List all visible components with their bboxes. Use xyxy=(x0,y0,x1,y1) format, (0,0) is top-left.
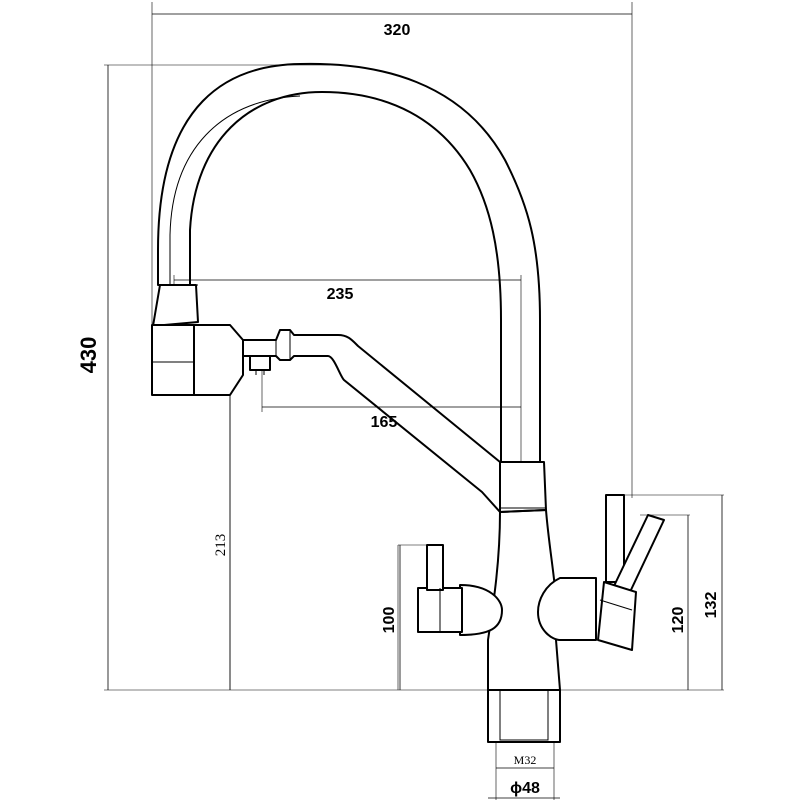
threaded-shank xyxy=(487,689,561,743)
faucet-body xyxy=(151,62,665,743)
left-handle-lever xyxy=(426,544,444,591)
dim-right-handle-top: 132 xyxy=(703,592,720,619)
dim-right-handle-height: 120 xyxy=(670,607,687,634)
dimension-lines xyxy=(107,13,723,799)
extension-lines xyxy=(104,2,724,800)
dim-left-handle-height: 100 xyxy=(381,607,398,634)
right-hub xyxy=(537,577,597,641)
dim-total-height: 430 xyxy=(76,337,101,374)
dim-outlet-height: 213 xyxy=(213,534,229,557)
gooseneck-spout xyxy=(157,62,541,463)
spray-head xyxy=(152,284,199,327)
right-handle-cap xyxy=(597,581,637,651)
dimension-labels: 320 235 165 430 213 100 120 132 M32 ϕ48 xyxy=(76,22,720,797)
dim-spout-reach: 235 xyxy=(327,286,354,303)
filter-outlet-nozzle xyxy=(249,355,271,371)
dim-total-width: 320 xyxy=(384,22,411,39)
dim-base-diameter: ϕ48 xyxy=(510,780,540,797)
spout-collar xyxy=(499,461,547,513)
dim-outlet-offset: 165 xyxy=(371,414,398,431)
left-hub xyxy=(459,584,503,636)
shank-inner xyxy=(499,689,549,741)
spray-head-neck xyxy=(193,324,244,396)
dim-thread: M32 xyxy=(514,753,537,767)
spray-head-body xyxy=(151,324,195,396)
